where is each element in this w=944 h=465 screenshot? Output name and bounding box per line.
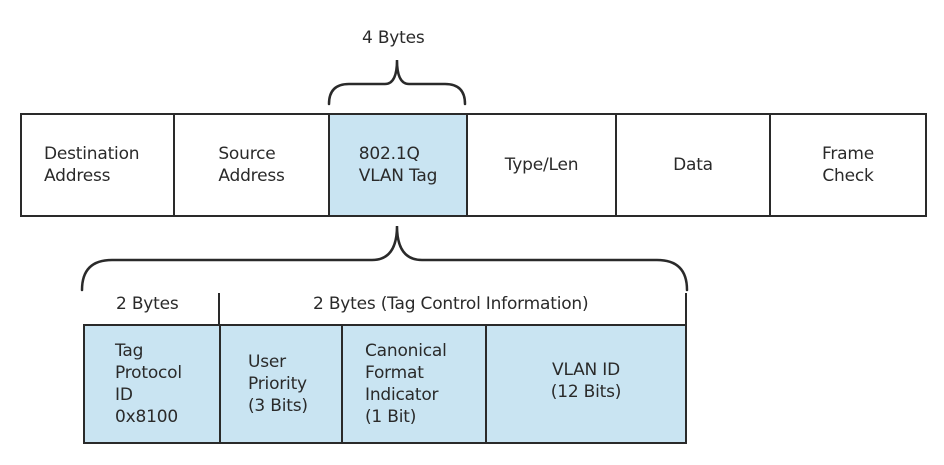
frame-check-field: Frame Check [769, 113, 927, 217]
four-bytes-label: 4 Bytes [362, 28, 425, 48]
tag-protocol-id-field: Tag Protocol ID 0x8100 [83, 324, 221, 444]
frame-check-line1: Frame [822, 144, 874, 164]
cfi-line4: (1 Bit) [365, 407, 417, 427]
cfi-line2: Format [365, 363, 424, 383]
vlan-tag-field: 802.1Q VLAN Tag [328, 113, 468, 217]
tpid-line2: Protocol [115, 363, 182, 383]
tpid-line4: 0x8100 [115, 407, 178, 427]
user-priority-line1: User [248, 352, 286, 372]
bytes-divider-right [685, 293, 687, 326]
frame-check-line2: Check [822, 166, 874, 186]
cfi-line3: Indicator [365, 385, 439, 405]
tag-control-info-label: 2 Bytes (Tag Control Information) [313, 294, 589, 314]
vlan-tag-line1: 802.1Q [358, 144, 420, 164]
source-address-field: Source Address [173, 113, 330, 217]
two-bytes-label: 2 Bytes [116, 294, 179, 314]
canonical-format-indicator-field: Canonical Format Indicator (1 Bit) [341, 324, 487, 444]
vlan-tag-line2: VLAN Tag [358, 166, 438, 186]
source-address-line1: Source [218, 144, 276, 164]
cfi-line1: Canonical [365, 341, 447, 361]
data-label: Data [673, 155, 713, 175]
type-len-label: Type/Len [504, 155, 579, 175]
destination-address-line2: Address [44, 166, 111, 186]
tpid-line3: ID [115, 385, 133, 405]
vlan-id-line1: VLAN ID [552, 360, 620, 380]
vlan-id-line2: (12 Bits) [550, 382, 622, 402]
user-priority-field: User Priority (3 Bits) [219, 324, 343, 444]
source-address-line2: Address [218, 166, 285, 186]
user-priority-line3: (3 Bits) [248, 396, 308, 416]
user-priority-line2: Priority [248, 374, 307, 394]
bytes-divider-left [218, 293, 220, 326]
tpid-line1: Tag [115, 341, 144, 361]
destination-address-line1: Destination [44, 144, 140, 164]
vlan-id-field: VLAN ID (12 Bits) [485, 324, 687, 444]
